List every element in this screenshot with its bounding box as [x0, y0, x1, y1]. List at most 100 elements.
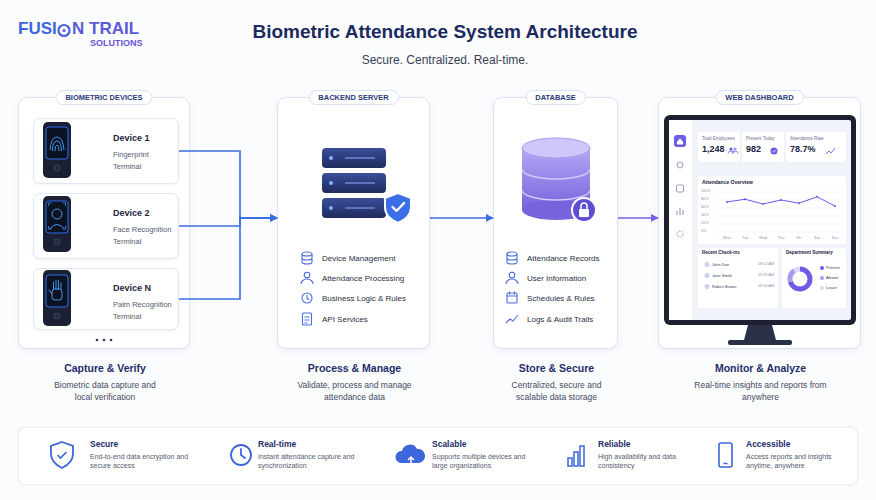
axis-tick: Sat	[814, 236, 820, 240]
server-icon	[329, 181, 333, 185]
panel-title: Department Summary	[786, 251, 833, 256]
axis-tick: Sun	[831, 236, 838, 240]
list-item: Attendance Records	[527, 254, 617, 264]
section-pill: BIOMETRIC DEVICES	[55, 90, 152, 105]
feature-icon	[58, 452, 67, 458]
card-icon	[772, 150, 775, 152]
card-icon	[771, 148, 778, 155]
legend-text: Present	[826, 265, 840, 270]
feature-icon	[241, 449, 245, 458]
feature-title: Real-time	[258, 439, 368, 450]
palm-terminal	[54, 313, 60, 319]
panel-description: Biometric data capture and local verific…	[51, 380, 159, 404]
panel-caption: Process & Manage	[258, 362, 451, 375]
face-terminal	[43, 196, 71, 252]
device-type: Palm Recognition Terminal	[113, 299, 179, 322]
device-title: Device N	[113, 283, 177, 294]
donut-chart	[790, 269, 810, 289]
sidebar-icon	[674, 135, 686, 147]
feature-description: Access reports and insights anytime, any…	[746, 452, 854, 471]
chart-line	[780, 199, 782, 201]
check-in-time: 09:02 AM	[758, 263, 774, 267]
legend-swatch	[820, 276, 824, 280]
flow-arrow	[179, 218, 277, 226]
diagram-subtitle: Secure. Centralized. Real-time.	[245, 53, 645, 67]
legend-entry: Leave	[820, 286, 837, 290]
chart-grid	[716, 192, 842, 232]
sidebar-icon	[677, 231, 683, 237]
feature-band	[18, 427, 858, 485]
fingerprint-terminal	[43, 122, 71, 178]
dashboard-card	[782, 248, 846, 308]
dashboard-card	[698, 132, 846, 308]
face-terminal	[49, 203, 66, 229]
sidebar-icon	[677, 162, 683, 168]
database-icon	[579, 209, 589, 217]
feature-icon	[51, 442, 73, 468]
more-dots	[103, 339, 106, 342]
chart-line	[816, 196, 818, 198]
feature-title: Reliable	[598, 439, 708, 450]
chart-line	[834, 205, 836, 207]
chart-title: Attendance Overview	[702, 180, 753, 185]
chart-grid	[716, 192, 842, 232]
feature-box: Real-timeInstant attendance capture and …	[258, 437, 376, 479]
flow-arrow	[430, 217, 493, 219]
fingerprint-terminal	[46, 127, 68, 159]
list-item: Business Logic & Rules	[322, 294, 427, 304]
device-type: Face Recognition Terminal	[113, 224, 179, 247]
palm-terminal	[52, 289, 62, 300]
fingerprint-terminal	[50, 137, 64, 150]
server-icon	[329, 206, 333, 210]
diagram-title: Biometric Attendance System Architecture	[245, 21, 645, 43]
panel-caption: Capture & Verify	[9, 362, 201, 375]
database-icon	[522, 138, 590, 158]
palm-terminal	[49, 280, 61, 294]
donut-chart	[790, 269, 810, 289]
device-title: Device 2	[113, 208, 177, 219]
panel-caption: Store & Secure	[474, 362, 639, 375]
face-terminal	[43, 196, 71, 252]
axis-tick: 20%	[701, 222, 709, 226]
axis-tick: 80%	[701, 198, 709, 202]
feature-icon	[724, 463, 728, 464]
check-in-time: 09:10 AM	[758, 285, 774, 289]
donut-chart	[790, 269, 810, 289]
server-icon	[393, 203, 405, 211]
dashboard-card	[698, 176, 846, 244]
chart-line	[798, 202, 800, 204]
fingerprint-terminal	[43, 122, 71, 178]
chart-line	[726, 201, 728, 203]
face-terminal	[54, 239, 60, 245]
fingerprint-terminal	[54, 165, 60, 171]
employee-name: John Doe	[712, 263, 729, 267]
card-icon	[729, 147, 732, 150]
face-terminal	[50, 225, 65, 230]
feature-description: End-to-end data encryption and secure ac…	[90, 452, 198, 471]
feature-icon	[231, 445, 251, 465]
more-dots	[96, 339, 99, 342]
axis-tick: 40%	[701, 214, 709, 218]
panel-description: Validate, process and manage attendance …	[287, 380, 422, 404]
card-value: 982	[746, 145, 761, 154]
card-icon	[728, 151, 738, 154]
employee-name: Robert Brown	[712, 285, 736, 289]
section-pill: WEB DASHBOARD	[715, 90, 803, 105]
database-icon	[581, 203, 587, 209]
card-icon	[733, 147, 736, 150]
dashboard-card	[786, 132, 846, 162]
server-panel: BACKEND SERVERDevice ManagementAttendanc…	[277, 97, 430, 349]
card-label: Present Today	[746, 137, 775, 142]
legend-swatch	[820, 266, 824, 270]
chart-line	[762, 203, 764, 205]
logo-icon	[59, 25, 70, 36]
axis-tick: Mon	[723, 236, 731, 240]
list-item: User Information	[527, 274, 617, 284]
server-icon	[329, 156, 333, 160]
logo-subtext: SOLUTIONS	[90, 39, 143, 48]
axis-tick: Tue	[742, 236, 749, 240]
card-value: 78.7%	[790, 145, 816, 154]
feature-box: AccessibleAccess reports and insights an…	[746, 437, 864, 479]
